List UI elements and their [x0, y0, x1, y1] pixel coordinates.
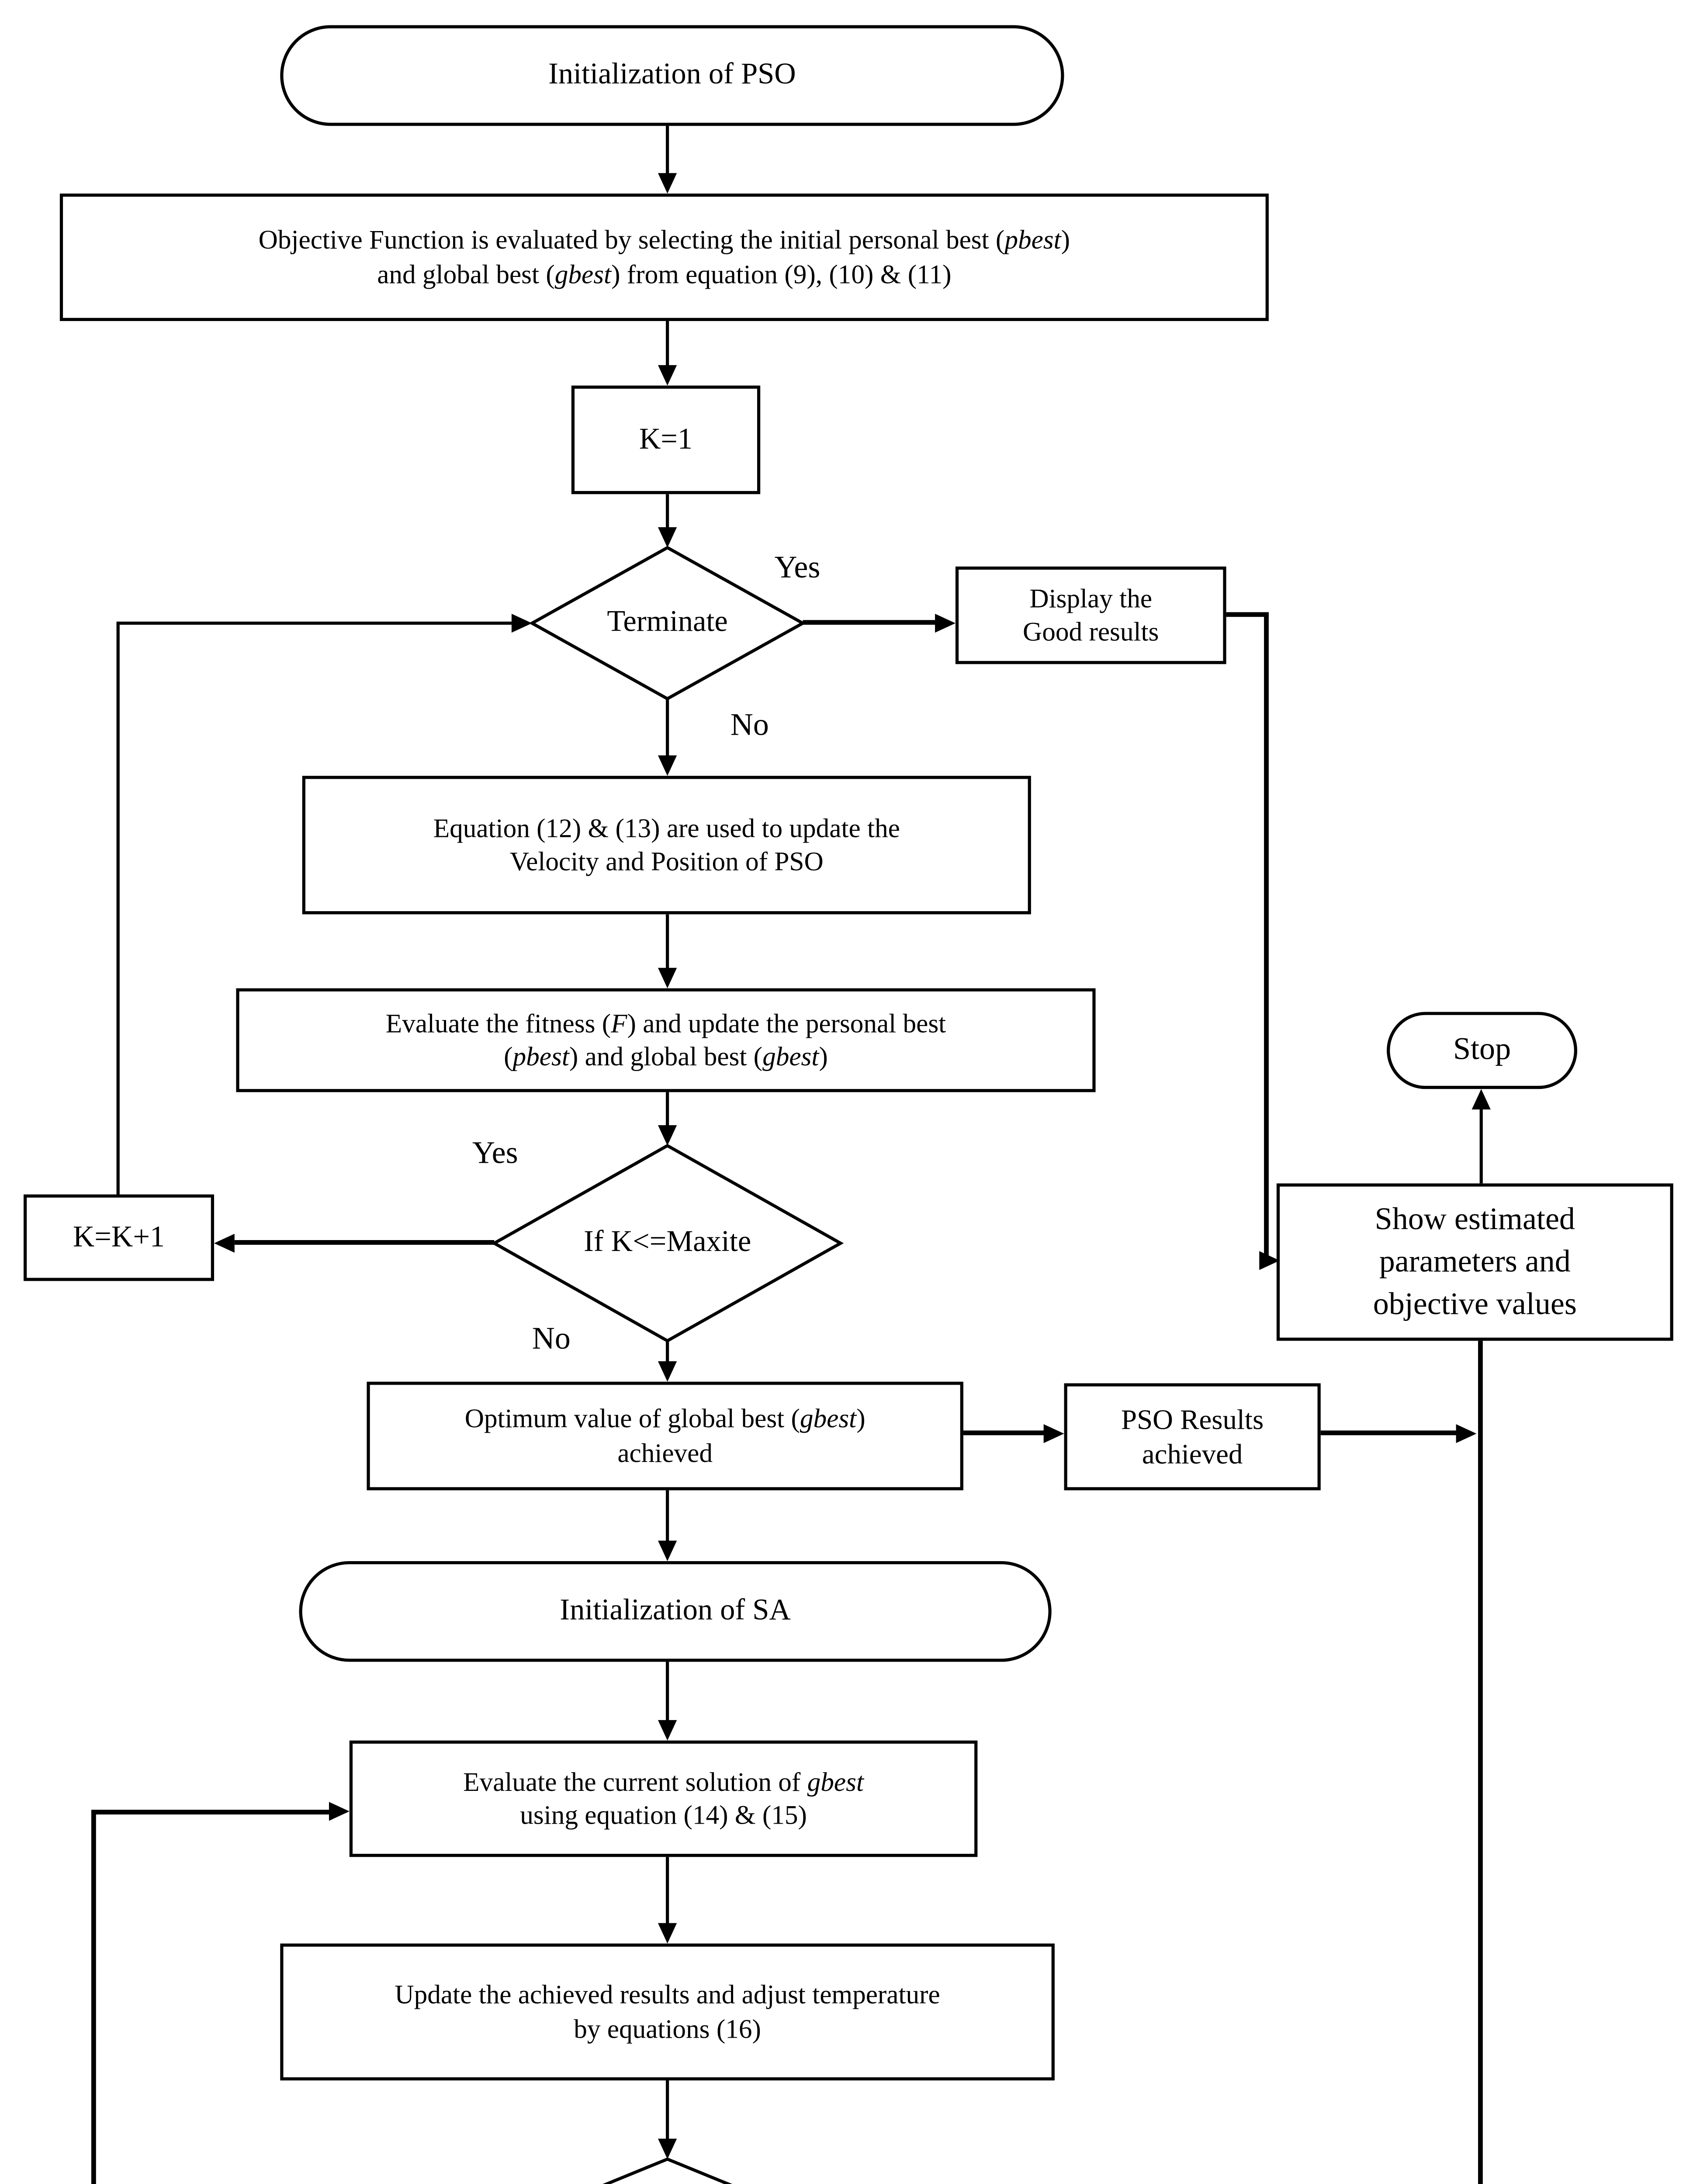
- edge-terminate-equation: [665, 698, 669, 757]
- maxite-diamond-shape: [491, 1144, 844, 1343]
- node-evaluate-fitness-label: Evaluate the fitness (F) and update the …: [385, 1009, 946, 1072]
- arrowhead-terminate-left: [511, 614, 532, 633]
- node-update-temperature: Update the achieved results and adjust t…: [280, 1943, 1055, 2080]
- label-terminate-no: No: [727, 708, 772, 745]
- label-terminate-yes: Yes: [771, 550, 824, 587]
- arrowhead-optimal: [658, 2139, 677, 2160]
- arrowhead-initsa: [658, 1541, 677, 1561]
- arrowhead-evalsa: [658, 1720, 677, 1741]
- edge-kk1-up: [116, 623, 120, 1195]
- node-objective-function-label: Objective Function is evaluated by selec…: [258, 225, 1070, 289]
- arrowhead-kk1: [214, 1234, 235, 1253]
- node-k-increment: K=K+1: [24, 1194, 214, 1281]
- node-init-pso-label: Initialization of PSO: [548, 58, 796, 91]
- edge-evalsa-updatesa: [665, 1857, 669, 1925]
- node-update-velocity-position-label: Equation (12) & (13) are used to update …: [433, 813, 900, 877]
- arrowhead-optimum: [658, 1361, 677, 1382]
- node-stop-label: Stop: [1453, 1032, 1511, 1067]
- label-maxite-no: No: [529, 1322, 574, 1358]
- node-terminate-label: Terminate: [607, 606, 728, 639]
- node-k-increment-label: K=K+1: [73, 1220, 165, 1254]
- node-if-k-maxite-label: If K<=Maxite: [583, 1226, 751, 1259]
- arrowhead-equation: [658, 755, 677, 776]
- arrowhead-terminate: [658, 527, 677, 548]
- edge-optimum-initsa: [665, 1490, 669, 1542]
- edge-no-loop-up: [91, 1811, 96, 2184]
- edge-objective-k1: [665, 321, 669, 367]
- node-optimal-solution: Optimal solution achieved: [398, 2157, 937, 2184]
- node-stop: Stop: [1387, 1012, 1578, 1089]
- edge-maxite-optimum: [665, 1341, 669, 1363]
- arrowhead-k1: [658, 365, 677, 386]
- edge-k1-terminate: [665, 494, 669, 529]
- node-update-velocity-position: Equation (12) & (13) are used to update …: [302, 776, 1031, 915]
- arrowhead-stop: [1471, 1089, 1491, 1109]
- edge-show-stop: [1479, 1108, 1483, 1184]
- edge-initpso-objective: [665, 126, 669, 175]
- edge-updatesa-optimal: [665, 2080, 669, 2140]
- edge-equation-fitness: [665, 914, 669, 970]
- node-evaluate-fitness: Evaluate the fitness (F) and update the …: [236, 988, 1096, 1092]
- edge-display-right: [1226, 612, 1269, 617]
- node-k1-label: K=1: [639, 422, 693, 456]
- arrowhead-objective: [658, 173, 677, 194]
- node-terminate: Terminate: [529, 546, 806, 701]
- edge-maxite-kk1: [234, 1240, 495, 1245]
- edge-terminate-display: [803, 620, 935, 625]
- arrowhead-evalsa-left: [329, 1802, 350, 1821]
- edge-psoresults-column: [1320, 1430, 1458, 1435]
- edge-display-down: [1264, 612, 1269, 1261]
- arrowhead-show-left: [1259, 1251, 1280, 1270]
- label-maxite-yes: Yes: [469, 1136, 521, 1173]
- arrowhead-column-join: [1456, 1424, 1477, 1443]
- terminate-diamond-shape: [529, 546, 806, 701]
- node-k1: K=1: [571, 385, 761, 494]
- arrowhead-maxite: [658, 1125, 677, 1146]
- edge-optimum-psoresults: [963, 1430, 1046, 1435]
- edge-no-loop-right: [91, 1810, 329, 1815]
- node-init-pso: Initialization of PSO: [280, 25, 1064, 126]
- node-init-sa: Initialization of SA: [299, 1561, 1052, 1662]
- optimal-diamond-shape: [602, 2157, 733, 2184]
- arrowhead-updatesa: [658, 1923, 677, 1944]
- node-optimum-gbest-label: Optimum value of global best (gbest)achi…: [464, 1404, 866, 1468]
- node-update-temperature-label: Update the achieved results and adjust t…: [395, 1980, 940, 2044]
- edge-kk1-terminate: [116, 622, 512, 625]
- arrowhead-psoresults: [1043, 1424, 1064, 1443]
- arrowhead-fitness: [658, 968, 677, 988]
- node-if-k-maxite: If K<=Maxite: [491, 1144, 844, 1343]
- arrowhead-display: [935, 614, 956, 633]
- node-optimum-gbest: Optimum value of global best (gbest)achi…: [367, 1382, 963, 1490]
- node-init-sa-label: Initialization of SA: [560, 1594, 791, 1628]
- edge-initsa-evalsa: [665, 1662, 669, 1722]
- node-objective-function: Objective Function is evaluated by selec…: [59, 194, 1269, 321]
- edge-right-column-up: [1478, 1341, 1483, 2184]
- edge-fitness-maxite: [665, 1092, 669, 1127]
